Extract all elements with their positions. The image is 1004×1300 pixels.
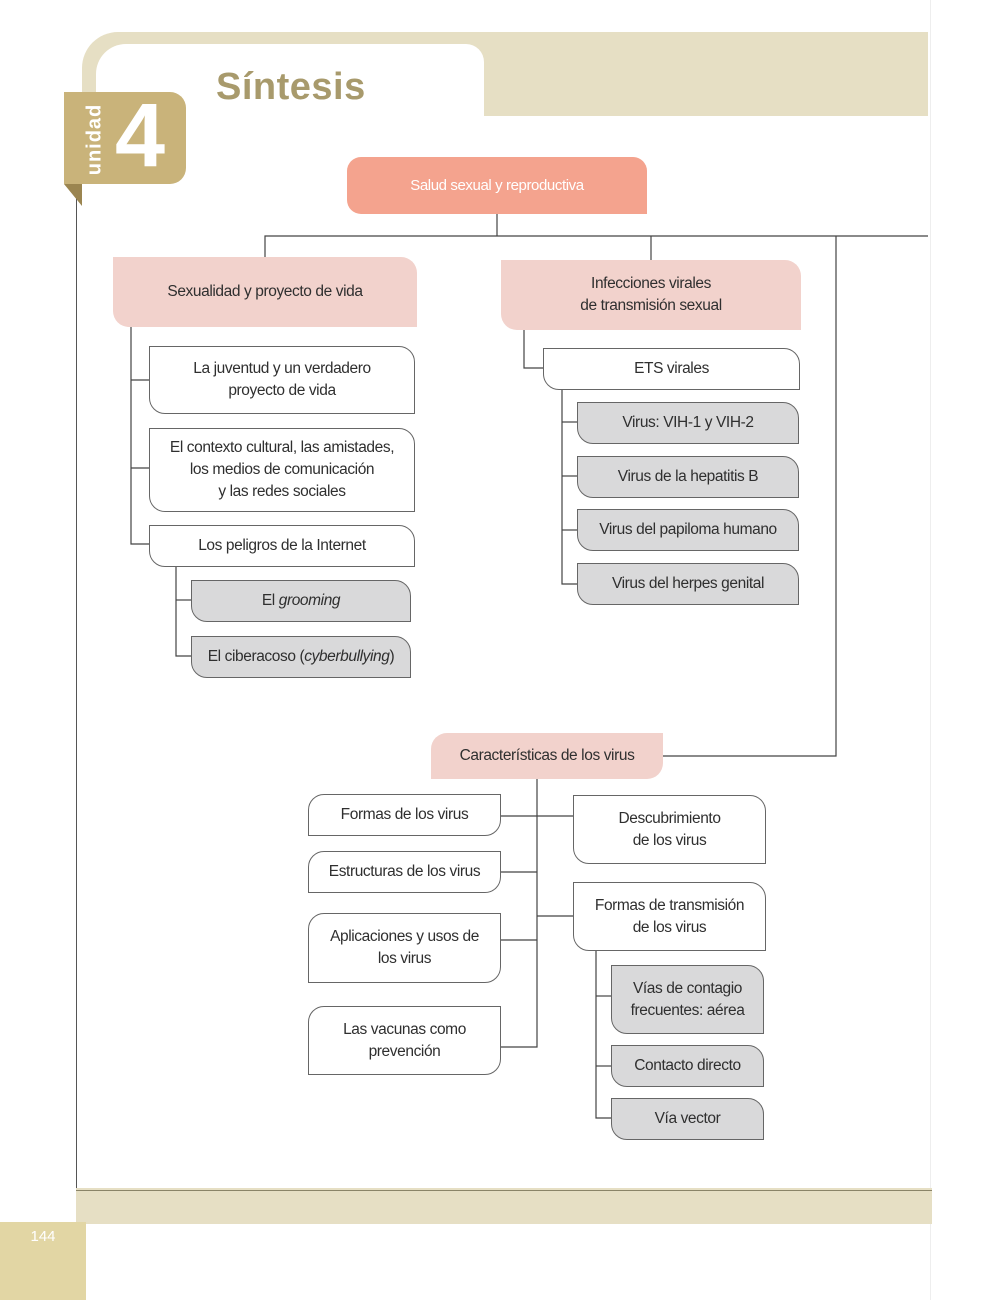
branch-heading-sexualidad: Sexualidad y proyecto de vida [113, 257, 417, 327]
concept-juventud: La juventud y un verdadero proyecto de v… [149, 346, 415, 414]
footer-rule [76, 1190, 932, 1191]
concept-ets-virales: ETS virales [543, 348, 800, 390]
concept-ciberacoso: El ciberacoso (cyberbullying) [191, 636, 411, 678]
branch-heading-caracteristicas: Características de los virus [431, 733, 663, 779]
unit-number: 4 [114, 86, 166, 186]
concept-via-aerea: Vías de contagio frecuentes: aérea [611, 965, 764, 1034]
concept-contacto-directo: Contacto directo [611, 1045, 764, 1087]
page-edge [930, 0, 931, 1300]
concept-descubrimiento: Descubrimiento de los virus [573, 795, 766, 864]
footer-band [76, 1188, 932, 1224]
concept-grooming: El grooming [191, 580, 411, 622]
page-title: Síntesis [216, 66, 366, 108]
branch-heading-infecciones: Infecciones virales de transmisión sexua… [501, 260, 801, 330]
unit-tab [64, 92, 186, 184]
concept-vih: Virus: VIH-1 y VIH-2 [577, 402, 799, 444]
concept-formas-virus: Formas de los virus [308, 794, 501, 836]
concept-vacunas: Las vacunas como prevención [308, 1006, 501, 1075]
concept-peligros-internet: Los peligros de la Internet [149, 525, 415, 567]
page-number-tab [0, 1222, 86, 1300]
concept-contexto-cultural: El contexto cultural, las amistades, los… [149, 428, 415, 512]
concept-aplicaciones: Aplicaciones y usos de los virus [308, 913, 501, 983]
page-number: 144 [30, 1228, 56, 1245]
concept-hepatitis-b: Virus de la hepatitis B [577, 456, 799, 498]
concept-via-vector: Vía vector [611, 1098, 764, 1140]
frame-left-rule [76, 180, 77, 1192]
concept-estructuras-virus: Estructuras de los virus [308, 851, 501, 893]
unit-tab-notch [64, 184, 82, 206]
root-node: Salud sexual y reproductiva [347, 157, 647, 214]
concept-formas-transmision: Formas de transmisión de los virus [573, 882, 766, 951]
concept-herpes: Virus del herpes genital [577, 563, 799, 605]
concept-papiloma: Virus del papiloma humano [577, 509, 799, 551]
